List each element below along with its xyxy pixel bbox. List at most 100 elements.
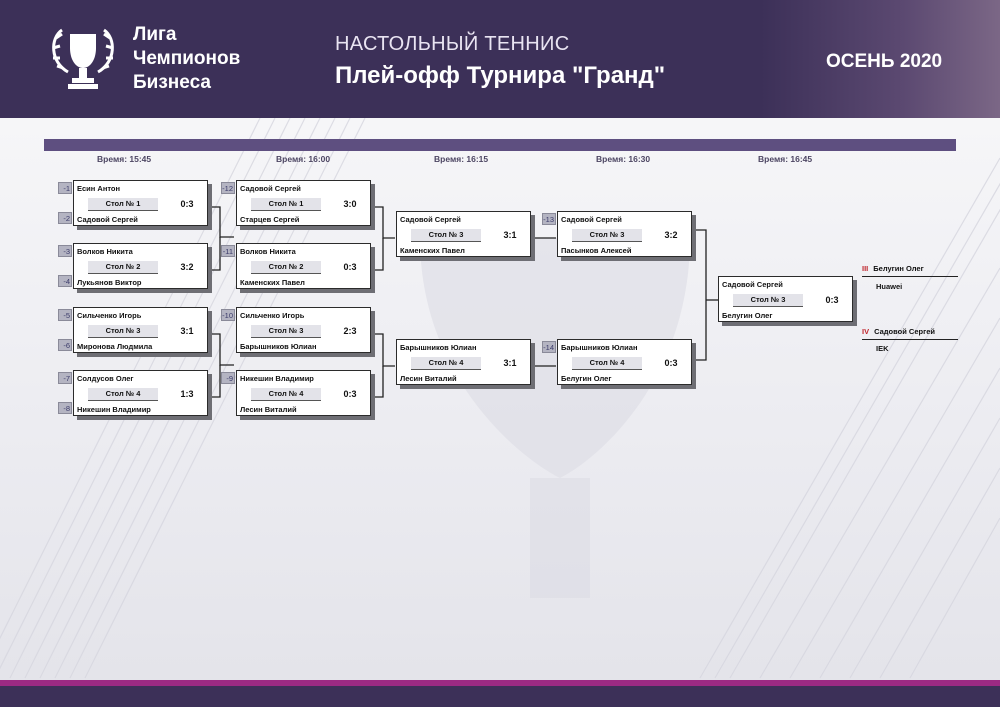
match-card[interactable]: -12 Садовой Сергей Стол № 1 3:0 Старцев … xyxy=(221,180,371,226)
player-2: Каменских Павел xyxy=(400,246,465,255)
match-card[interactable]: Садовой Сергей Стол № 3 0:3 Белугин Олег xyxy=(718,276,853,322)
player-1: Садовой Сергей xyxy=(400,215,461,224)
match-card[interactable]: -11 Волков Никита Стол № 2 0:3 Каменских… xyxy=(221,243,371,289)
player-2: Каменских Павел xyxy=(240,278,305,287)
player-2: Белугин Олег xyxy=(722,311,773,320)
seed-label: -8 xyxy=(58,402,72,414)
match-score: 3:1 xyxy=(503,358,517,368)
player-1: Волков Никита xyxy=(77,247,133,256)
match-card[interactable]: -10 Сильченко Игорь Стол № 3 2:3 Барышни… xyxy=(221,307,371,353)
match-score: 0:3 xyxy=(343,262,357,272)
seed-label: -10 xyxy=(221,309,235,321)
brand-line-1: Лига xyxy=(133,24,177,45)
player-2: Барышников Юлиан xyxy=(240,342,317,351)
match-card[interactable]: -5 -6 Сильченко Игорь Стол № 3 3:1 Мирон… xyxy=(58,307,208,353)
table-label: Стол № 3 xyxy=(411,229,481,242)
player-2: Миронова Людмила xyxy=(77,342,153,351)
place-company: IEK xyxy=(876,344,889,353)
seed-label: -5 xyxy=(58,309,72,321)
table-label: Стол № 3 xyxy=(251,325,321,338)
player-2: Лесин Виталий xyxy=(400,374,457,383)
round-time: Время: 16:15 xyxy=(434,154,489,164)
match-card[interactable]: -14 Барышников Юлиан Стол № 4 0:3 Белуги… xyxy=(542,339,692,385)
table-label: Стол № 4 xyxy=(411,357,481,370)
table-label: Стол № 3 xyxy=(572,229,642,242)
header-stripe xyxy=(44,139,956,151)
round-time: Время: 16:00 xyxy=(276,154,331,164)
match-card[interactable]: -3 -4 Волков Никита Стол № 2 3:2 Лукьяно… xyxy=(58,243,208,289)
table-label: Стол № 4 xyxy=(88,388,158,401)
match-score: 3:2 xyxy=(180,262,194,272)
table-label: Стол № 4 xyxy=(572,357,642,370)
divider xyxy=(862,339,958,340)
match-card[interactable]: Барышников Юлиан Стол № 4 3:1 Лесин Вита… xyxy=(396,339,531,385)
seed-label: -14 xyxy=(542,341,556,353)
table-label: Стол № 3 xyxy=(88,325,158,338)
seed-label: -4 xyxy=(58,275,72,287)
season-label: ОСЕНЬ 2020 xyxy=(826,51,943,72)
match-score: 2:3 xyxy=(343,326,357,336)
match-score: 3:1 xyxy=(180,326,194,336)
trophy-logo-icon xyxy=(52,28,114,89)
seed-label: -11 xyxy=(221,245,235,257)
table-label: Стол № 1 xyxy=(88,198,158,211)
place-player: Белугин Олег xyxy=(873,264,924,273)
player-1: Никешин Владимир xyxy=(240,374,314,383)
match-card[interactable]: -7 -8 Солдусов Олег Стол № 4 1:3 Никешин… xyxy=(58,370,208,416)
match-score: 0:3 xyxy=(343,389,357,399)
round-time: Время: 16:30 xyxy=(596,154,651,164)
seed-label: -13 xyxy=(542,213,556,225)
player-2: Лукьянов Виктор xyxy=(77,278,142,287)
match-card[interactable]: -9 Никешин Владимир Стол № 4 0:3 Лесин В… xyxy=(221,370,371,416)
player-2: Пасынков Алексей xyxy=(561,246,632,255)
player-1: Есин Антон xyxy=(77,184,121,193)
player-1: Солдусов Олег xyxy=(77,374,134,383)
match-score: 0:3 xyxy=(825,295,839,305)
seed-label: -7 xyxy=(58,372,72,384)
divider xyxy=(862,276,958,277)
player-1: Барышников Юлиан xyxy=(400,343,477,352)
player-1: Сильченко Игорь xyxy=(240,311,305,320)
table-label: Стол № 2 xyxy=(251,261,321,274)
match-card[interactable]: -1 -2 Есин Антон Стол № 1 0:3 Садовой Се… xyxy=(58,180,208,226)
match-score: 1:3 xyxy=(180,389,194,399)
player-1: Садовой Сергей xyxy=(240,184,301,193)
brand-line-3: Бизнеса xyxy=(133,72,211,93)
seed-label: -1 xyxy=(58,182,72,194)
seed-label: -3 xyxy=(58,245,72,257)
place-entry: III Белугин Олег xyxy=(862,264,924,273)
footer-bar xyxy=(0,686,1000,707)
player-1: Сильченко Игорь xyxy=(77,311,142,320)
place-entry: IV Садовой Сергей xyxy=(862,327,935,336)
match-card[interactable]: Садовой Сергей Стол № 3 3:1 Каменских Па… xyxy=(396,211,531,257)
match-score: 3:0 xyxy=(343,199,357,209)
table-label: Стол № 1 xyxy=(251,198,321,211)
brand-line-2: Чемпионов xyxy=(133,48,241,69)
table-label: Стол № 2 xyxy=(88,261,158,274)
place-number: III xyxy=(862,264,869,273)
player-2: Садовой Сергей xyxy=(77,215,138,224)
table-label: Стол № 4 xyxy=(251,388,321,401)
seed-label: -9 xyxy=(221,372,235,384)
tournament-title: Плей-офф Турнира "Гранд" xyxy=(335,62,666,89)
match-card[interactable]: -13 Садовой Сергей Стол № 3 3:2 Пасынков… xyxy=(542,211,692,257)
player-1: Садовой Сергей xyxy=(561,215,622,224)
header-decoration xyxy=(760,0,1000,118)
player-1: Садовой Сергей xyxy=(722,280,783,289)
place-player: Садовой Сергей xyxy=(874,327,935,336)
table-label: Стол № 3 xyxy=(733,294,803,307)
player-2: Старцев Сергей xyxy=(240,215,300,224)
player-2: Белугин Олег xyxy=(561,374,612,383)
header-banner: Лига Чемпионов Бизнеса НАСТОЛЬНЫЙ ТЕННИС… xyxy=(0,0,1000,118)
place-company: Huawei xyxy=(876,282,903,291)
player-2: Никешин Владимир xyxy=(77,405,151,414)
player-1: Барышников Юлиан xyxy=(561,343,638,352)
match-score: 0:3 xyxy=(664,358,678,368)
place-number: IV xyxy=(862,327,870,336)
player-1: Волков Никита xyxy=(240,247,296,256)
match-score: 0:3 xyxy=(180,199,194,209)
seed-label: -2 xyxy=(58,212,72,224)
round-time: Время: 16:45 xyxy=(758,154,813,164)
round-time: Время: 15:45 xyxy=(97,154,152,164)
match-score: 3:1 xyxy=(503,230,517,240)
